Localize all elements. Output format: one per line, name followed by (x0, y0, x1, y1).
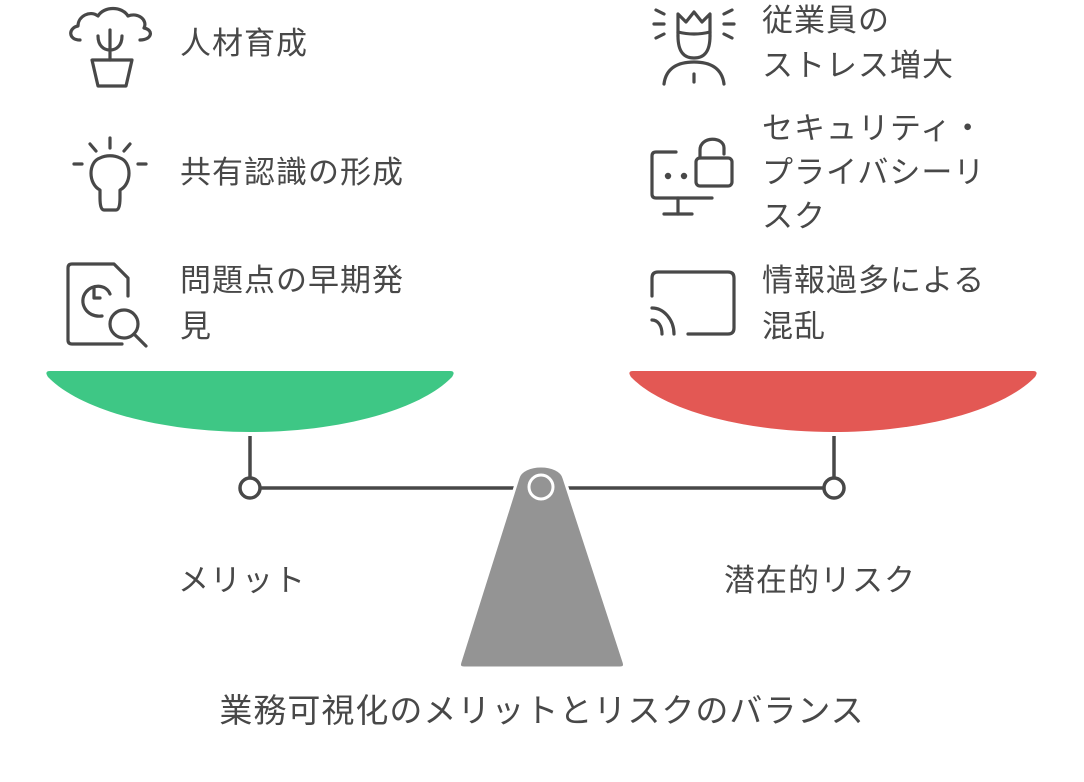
stressed-person-icon (648, 2, 738, 86)
risk-item-text-line3: スク (762, 199, 826, 235)
merit-item-text-line2: 見 (180, 309, 212, 345)
cast-screen-icon (648, 268, 738, 340)
risk-item-text: セキュリティ・ (762, 111, 985, 147)
risk-item-text-line2: 混乱 (762, 309, 826, 345)
document-clock-search-icon (62, 258, 158, 352)
monitor-unlocked-icon (648, 130, 740, 220)
merit-item-text: 人材育成 (180, 26, 308, 62)
merit-pan (46, 371, 454, 432)
risk-item-text-line2: ストレス増大 (762, 48, 954, 84)
scale-stand (458, 464, 626, 670)
diagram-title: 業務可視化のメリットとリスクのバランス (219, 691, 865, 730)
merit-pivot (238, 476, 262, 500)
merit-item-text: 問題点の早期発 (180, 263, 404, 299)
merit-label: メリット (178, 563, 306, 599)
stand-pivot (527, 473, 555, 501)
risk-label: 潜在的リスク (724, 563, 916, 599)
lightbulb-icon (66, 134, 154, 218)
plant-pot-icon (64, 4, 156, 90)
risk-item-text: 情報過多による (762, 263, 986, 299)
risk-item-text-line2: プライバシーリ (762, 155, 986, 191)
risk-pivot (822, 476, 846, 500)
risk-item-text: 従業員の (762, 3, 890, 39)
balance-scale (0, 360, 1084, 684)
merit-item-text: 共有認識の形成 (180, 155, 404, 191)
risk-pan (629, 371, 1037, 432)
